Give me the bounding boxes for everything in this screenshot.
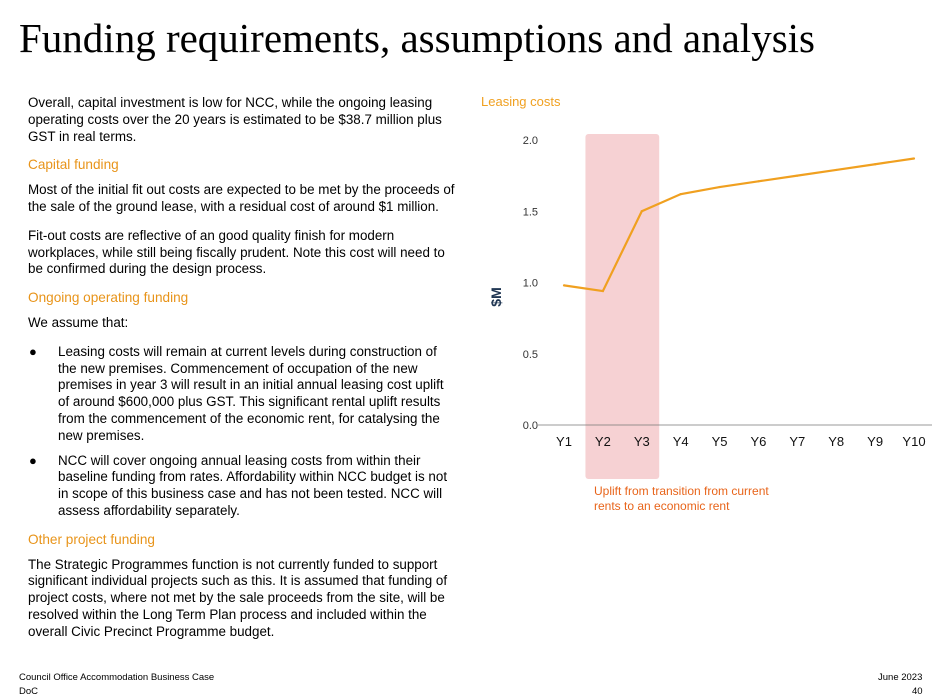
footer-department: DoC bbox=[19, 686, 39, 697]
data-point bbox=[874, 163, 877, 166]
bullet-icon: ● bbox=[29, 343, 37, 359]
y-tick-label: 1.0 bbox=[523, 278, 538, 290]
highlight-band bbox=[585, 134, 660, 479]
capital-funding-heading: Capital funding bbox=[28, 157, 119, 173]
slide-title: Funding requirements, assumptions and an… bbox=[19, 15, 815, 61]
data-point bbox=[835, 168, 838, 172]
y-tick-label: 0.0 bbox=[523, 420, 538, 432]
x-tick-label: Y8 bbox=[828, 434, 844, 449]
data-point bbox=[718, 185, 721, 189]
y-tick-label: 2.0 bbox=[523, 135, 538, 147]
x-tick-label: Y9 bbox=[867, 434, 883, 449]
data-point bbox=[601, 289, 604, 293]
assumption-text: Leasing costs will remain at current lev… bbox=[58, 343, 444, 443]
x-tick-label: Y4 bbox=[673, 434, 689, 449]
y-tick-label: 1.5 bbox=[523, 206, 538, 218]
list-item: ● Leasing costs will remain at current l… bbox=[28, 344, 458, 445]
capital-paragraph-1: Most of the initial fit out costs are ex… bbox=[28, 182, 455, 214]
ongoing-lead: We assume that: bbox=[28, 314, 129, 330]
footer-date: June 2023 bbox=[878, 672, 923, 683]
chart-title: Leasing costs bbox=[481, 94, 561, 109]
x-tick-label: Y7 bbox=[789, 434, 805, 449]
data-point bbox=[796, 174, 799, 177]
footer-page-number: 40 bbox=[912, 686, 923, 697]
x-tick-label: Y2 bbox=[595, 434, 611, 449]
x-tick-label: Y3 bbox=[634, 434, 650, 449]
other-funding-heading: Other project funding bbox=[28, 531, 155, 547]
x-tick-label: Y5 bbox=[712, 434, 728, 449]
leasing-costs-chart: Leasing costs 0.0 0.5 1.0 1.5 2.0 Y1 Y2 Y3 Y4 Y5… bbox=[481, 94, 932, 513]
data-point bbox=[912, 157, 916, 160]
x-tick-label: Y1 bbox=[556, 434, 572, 449]
list-item: ● NCC will cover ongoing annual leasing … bbox=[28, 453, 458, 520]
annotation-line-1: Uplift from transition from current bbox=[594, 484, 769, 498]
other-paragraph: The Strategic Programmes function is not… bbox=[28, 556, 448, 639]
x-axis: Y1 Y2 Y3 Y4 Y5 Y6 Y7 Y8 Y9 Y10 bbox=[556, 434, 926, 449]
annotation-line-2: rents to an economic rent bbox=[594, 499, 730, 513]
x-tick-label: Y10 bbox=[902, 434, 925, 449]
data-point bbox=[562, 284, 566, 287]
assumption-list: ● Leasing costs will remain at current l… bbox=[28, 344, 458, 520]
assumption-text: NCC will cover ongoing annual leasing co… bbox=[58, 452, 448, 518]
footer-document-title: Council Office Accommodation Business Ca… bbox=[19, 672, 215, 683]
ongoing-funding-heading: Ongoing operating funding bbox=[28, 290, 189, 306]
data-point bbox=[757, 180, 760, 183]
y-tick-label: 0.5 bbox=[523, 349, 538, 361]
data-point bbox=[679, 193, 682, 196]
x-tick-label: Y6 bbox=[750, 434, 766, 449]
y-axis: 0.0 0.5 1.0 1.5 2.0 bbox=[523, 135, 538, 432]
data-point bbox=[640, 210, 643, 213]
left-column: Overall, capital investment is low for N… bbox=[28, 95, 458, 649]
bullet-icon: ● bbox=[29, 452, 37, 468]
capital-paragraph-2: Fit-out costs are reflective of an good … bbox=[28, 227, 445, 277]
series-line bbox=[563, 157, 915, 293]
y-axis-label: $M bbox=[488, 287, 504, 306]
intro-paragraph: Overall, capital investment is low for N… bbox=[28, 95, 442, 144]
